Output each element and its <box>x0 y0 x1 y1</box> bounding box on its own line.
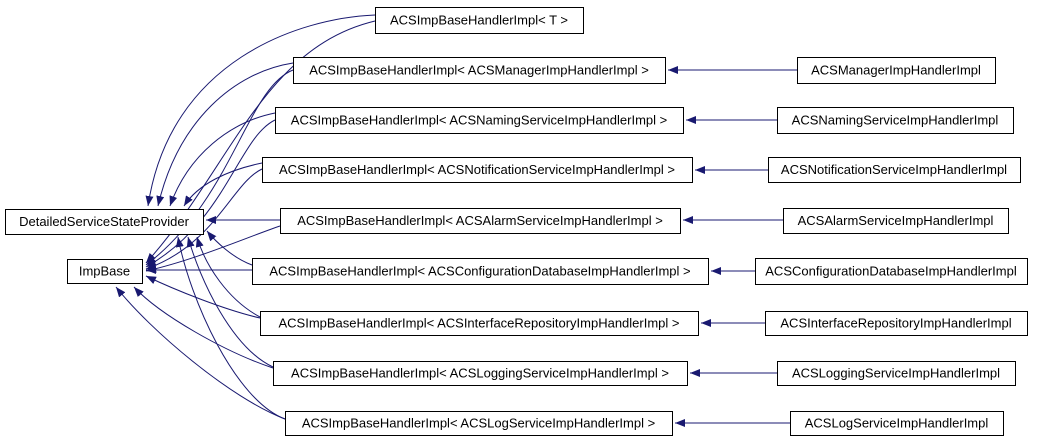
class-node-box <box>285 411 673 436</box>
inheritance-edge-h_naming-to-impbase <box>145 119 276 268</box>
class-node-h_alarm[interactable]: ACSImpBaseHandlerImpl< ACSAlarmServiceIm… <box>280 208 681 234</box>
inheritance-edge-h_irepo-to-impbase <box>145 275 261 319</box>
class-node-label: ACSImpBaseHandlerImpl< T > <box>390 13 568 28</box>
class-node-dssp[interactable]: DetailedServiceStateProvider <box>5 209 204 235</box>
class-node-c_naming[interactable]: ACSNamingServiceImpHandlerImpl <box>777 107 1014 134</box>
inheritance-edge-h_irepo-to-dssp <box>195 236 261 318</box>
class-node-box <box>797 57 996 84</box>
inheritance-edge-h_alarm-to-impbase <box>145 225 281 273</box>
class-node-h_manager[interactable]: ACSImpBaseHandlerImpl< ACSManagerImpHand… <box>293 57 666 84</box>
class-node-h_irepo[interactable]: ACSImpBaseHandlerImpl< ACSInterfaceRepos… <box>260 311 699 336</box>
class-node-label: ACSImpBaseHandlerImpl< ACSAlarmServiceIm… <box>297 213 663 228</box>
class-node-box <box>755 258 1028 285</box>
inheritance-edge-h_logging-to-dssp <box>186 236 274 368</box>
class-node-box <box>777 361 1016 386</box>
class-node-label: ACSImpBaseHandlerImpl< ACSInterfaceRepos… <box>278 316 679 331</box>
class-node-label: ACSLogServiceImpHandlerImpl <box>805 416 989 431</box>
class-node-box <box>5 209 204 235</box>
class-node-label: ACSImpBaseHandlerImpl< ACSLogServiceImpH… <box>302 416 655 431</box>
inheritance-edge-h_manager-to-impbase <box>145 69 294 266</box>
inheritance-edge-h_logsvc-to-dssp <box>175 236 286 420</box>
class-node-box <box>280 208 681 234</box>
class-node-c_alarm[interactable]: ACSAlarmServiceImpHandlerImpl <box>783 208 1009 234</box>
class-node-label: ACSImpBaseHandlerImpl< ACSManagerImpHand… <box>309 63 649 78</box>
class-node-h_logging[interactable]: ACSImpBaseHandlerImpl< ACSLoggingService… <box>273 361 688 386</box>
class-node-h_naming[interactable]: ACSImpBaseHandlerImpl< ACSNamingServiceI… <box>275 107 684 134</box>
class-node-h_logsvc[interactable]: ACSImpBaseHandlerImpl< ACSLogServiceImpH… <box>285 411 673 436</box>
class-node-impbase[interactable]: ImpBase <box>67 259 143 284</box>
inheritance-edge-h_manager-to-dssp <box>156 62 294 207</box>
class-node-c_notification[interactable]: ACSNotificationServiceImpHandlerImpl <box>768 157 1021 183</box>
class-node-box <box>790 411 1004 436</box>
class-node-box <box>252 258 709 285</box>
class-node-label: ACSImpBaseHandlerImpl< ACSLoggingService… <box>291 366 669 381</box>
inheritance-edge-h_logsvc-to-impbase <box>115 286 286 420</box>
inheritance-edge-h_notification-to-impbase <box>145 168 263 270</box>
class-node-h_notification[interactable]: ACSImpBaseHandlerImpl< ACSNotificationSe… <box>262 157 693 183</box>
class-node-box <box>275 107 684 134</box>
class-node-h_configdb[interactable]: ACSImpBaseHandlerImpl< ACSConfigurationD… <box>252 258 709 285</box>
class-node-c_manager[interactable]: ACSManagerImpHandlerImpl <box>797 57 996 84</box>
class-node-box <box>768 157 1021 183</box>
class-node-box <box>783 208 1009 234</box>
class-node-label: ACSConfigurationDatabaseImpHandlerImpl <box>765 264 1017 279</box>
class-node-label: ACSImpBaseHandlerImpl< ACSNamingServiceI… <box>291 113 667 128</box>
class-node-label: ACSImpBaseHandlerImpl< ACSConfigurationD… <box>269 264 690 279</box>
class-node-box <box>273 361 688 386</box>
class-node-c_logsvc[interactable]: ACSLogServiceImpHandlerImpl <box>790 411 1004 436</box>
class-node-label: ImpBase <box>79 264 130 279</box>
class-node-t[interactable]: ACSImpBaseHandlerImpl< T > <box>375 7 584 34</box>
class-node-label: ACSImpBaseHandlerImpl< ACSNotificationSe… <box>279 162 675 177</box>
class-node-label: DetailedServiceStateProvider <box>19 214 189 229</box>
inheritance-edge-h_configdb-to-dssp <box>206 230 253 266</box>
class-node-label: ACSInterfaceRepositoryImpHandlerImpl <box>780 316 1011 331</box>
class-node-box <box>67 259 143 284</box>
class-node-box <box>293 57 666 84</box>
class-node-label: ACSNotificationServiceImpHandlerImpl <box>781 162 1007 177</box>
class-node-c_configdb[interactable]: ACSConfigurationDatabaseImpHandlerImpl <box>755 258 1028 285</box>
class-node-c_logging[interactable]: ACSLoggingServiceImpHandlerImpl <box>777 361 1016 386</box>
inheritance-edge-t-to-dssp <box>145 14 376 207</box>
inheritance-edge-h_naming-to-dssp <box>169 112 276 207</box>
inheritance-edge-h_logging-to-impbase <box>133 286 274 369</box>
class-node-box <box>777 107 1014 134</box>
class-node-label: ACSLoggingServiceImpHandlerImpl <box>792 366 1000 381</box>
class-node-box <box>260 311 699 336</box>
class-node-label: ACSManagerImpHandlerImpl <box>811 63 981 78</box>
class-node-c_irepo[interactable]: ACSInterfaceRepositoryImpHandlerImpl <box>765 311 1028 336</box>
class-node-label: ACSNamingServiceImpHandlerImpl <box>792 113 999 128</box>
class-node-box <box>375 7 584 34</box>
class-node-label: ACSAlarmServiceImpHandlerImpl <box>798 213 994 228</box>
class-node-box <box>765 311 1028 336</box>
inheritance-edge-h_notification-to-dssp <box>183 162 263 207</box>
class-node-box <box>262 157 693 183</box>
